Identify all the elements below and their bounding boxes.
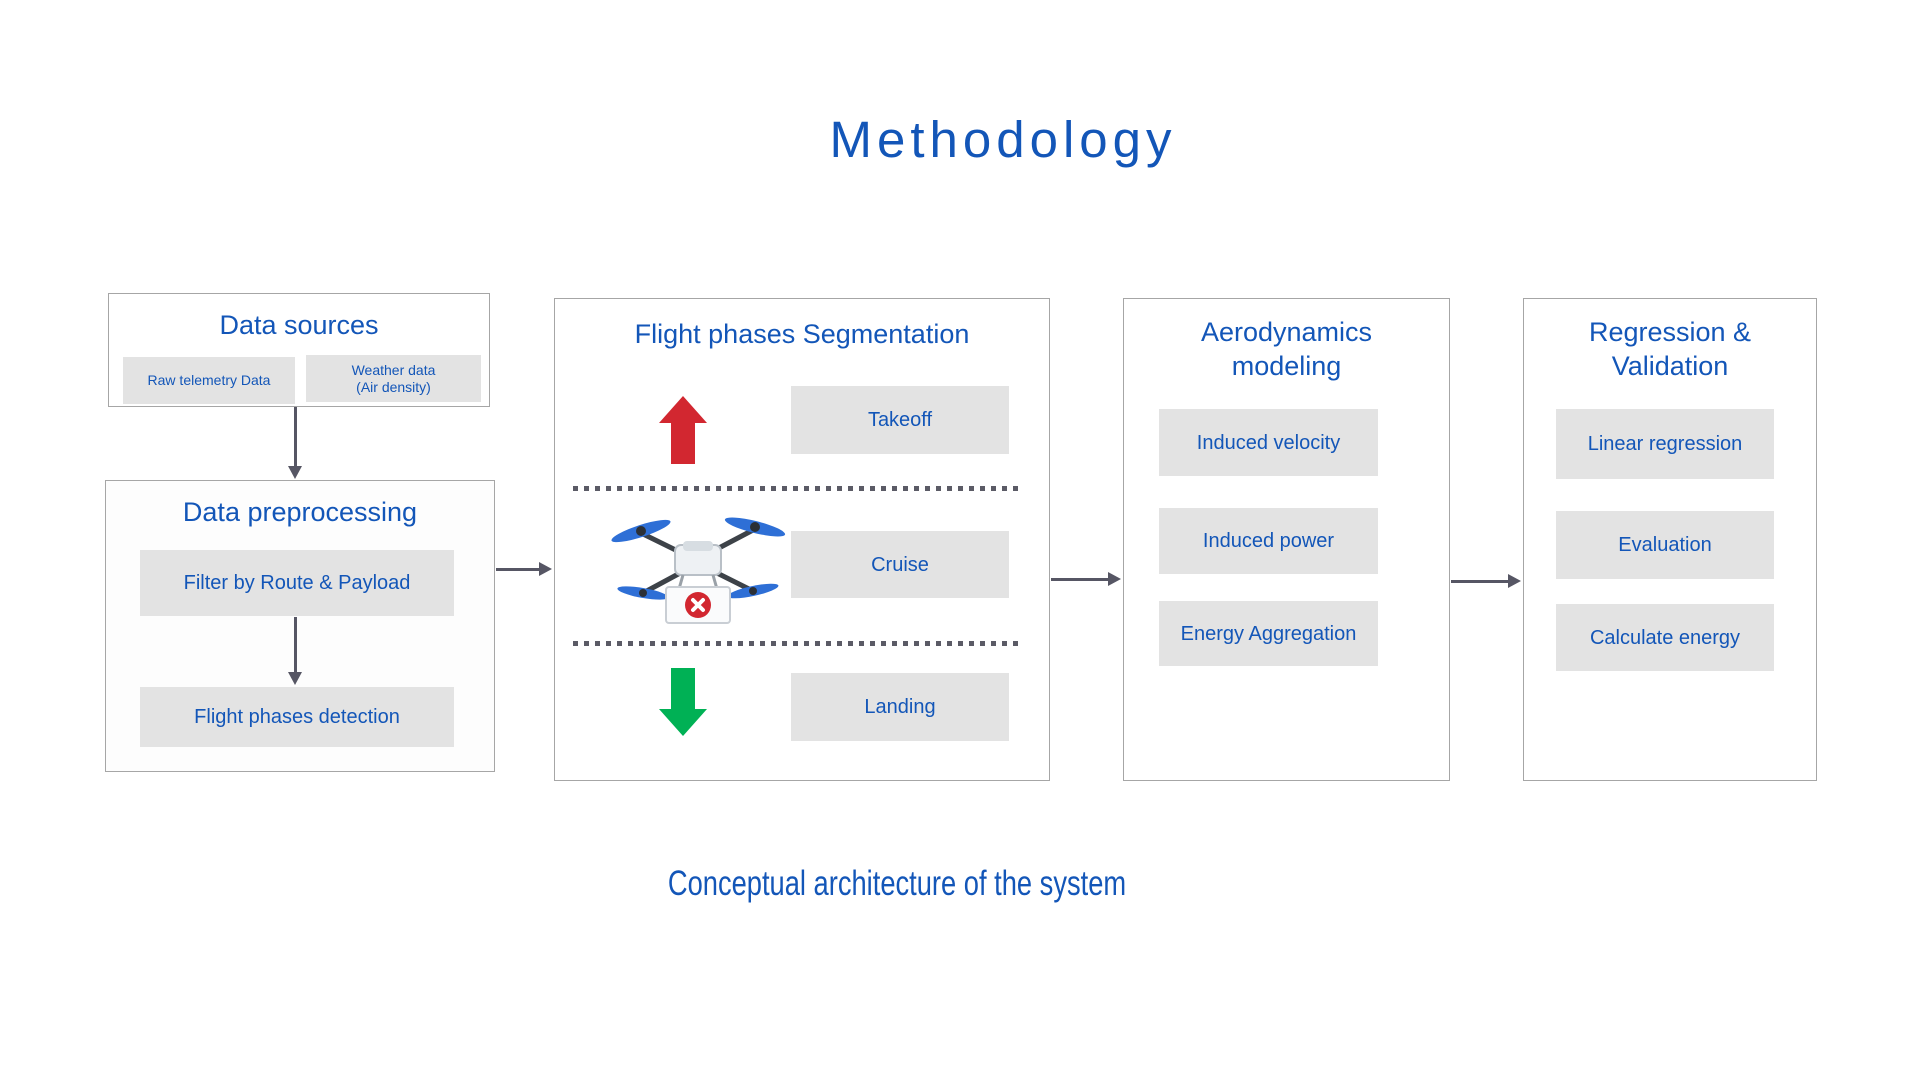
arrow-filter-to-detection xyxy=(288,617,302,685)
data-preprocessing-panel: Data preprocessing Filter by Route & Pay… xyxy=(105,480,495,772)
aerodynamics-title-line1: Aerodynamics xyxy=(1200,317,1373,347)
weather-data-chip: Weather data (Air density) xyxy=(306,355,481,402)
arrow-sources-to-preprocessing xyxy=(288,407,302,479)
linear-regression-chip: Linear regression xyxy=(1556,409,1774,479)
raw-telemetry-chip: Raw telemetry Data xyxy=(123,357,295,404)
regression-title-line1: Regression & xyxy=(1588,317,1752,347)
aerodynamics-title: Aerodynamics modeling xyxy=(1124,315,1449,383)
data-sources-title: Data sources xyxy=(219,310,379,340)
aerodynamics-panel: Aerodynamics modeling Induced velocity I… xyxy=(1123,298,1450,781)
regression-title: Regression & Validation xyxy=(1524,315,1816,383)
arrow-aerodynamics-to-regression xyxy=(1451,574,1521,588)
flight-phases-detection-chip: Flight phases detection xyxy=(140,687,454,747)
aerodynamics-title-line2: modeling xyxy=(1231,351,1342,381)
takeoff-up-arrow-icon xyxy=(659,396,707,464)
landing-chip: Landing xyxy=(791,673,1009,741)
arrow-flight-phases-to-aerodynamics xyxy=(1051,572,1121,586)
data-preprocessing-title: Data preprocessing xyxy=(182,497,418,527)
flight-phases-title: Flight phases Segmentation xyxy=(634,319,970,349)
takeoff-chip: Takeoff xyxy=(791,386,1009,454)
landing-down-arrow-icon xyxy=(659,668,707,736)
regression-title-line2: Validation xyxy=(1611,351,1729,381)
phase-divider-top xyxy=(573,486,1019,491)
filter-by-route-payload-chip: Filter by Route & Payload xyxy=(140,550,454,616)
page-title: Methodology xyxy=(829,111,1177,168)
cruise-chip: Cruise xyxy=(791,531,1009,598)
data-sources-panel: Data sources Raw telemetry Data Weather … xyxy=(108,293,490,407)
delivery-drone-icon xyxy=(603,503,793,629)
evaluation-chip: Evaluation xyxy=(1556,511,1774,579)
flight-phases-panel: Flight phases Segmentation Takeoff xyxy=(554,298,1050,781)
induced-power-chip: Induced power xyxy=(1159,508,1378,574)
induced-velocity-chip: Induced velocity xyxy=(1159,409,1378,476)
phase-divider-bottom xyxy=(573,641,1019,646)
weather-data-line1: Weather data xyxy=(351,361,436,378)
regression-validation-panel: Regression & Validation Linear regressio… xyxy=(1523,298,1817,781)
arrow-preprocessing-to-flight-phases xyxy=(496,562,552,576)
weather-data-line2: (Air density) xyxy=(356,378,431,395)
diagram-caption: Conceptual architecture of the system xyxy=(667,864,1127,903)
energy-aggregation-chip: Energy Aggregation xyxy=(1159,601,1378,666)
calculate-energy-chip: Calculate energy xyxy=(1556,604,1774,671)
